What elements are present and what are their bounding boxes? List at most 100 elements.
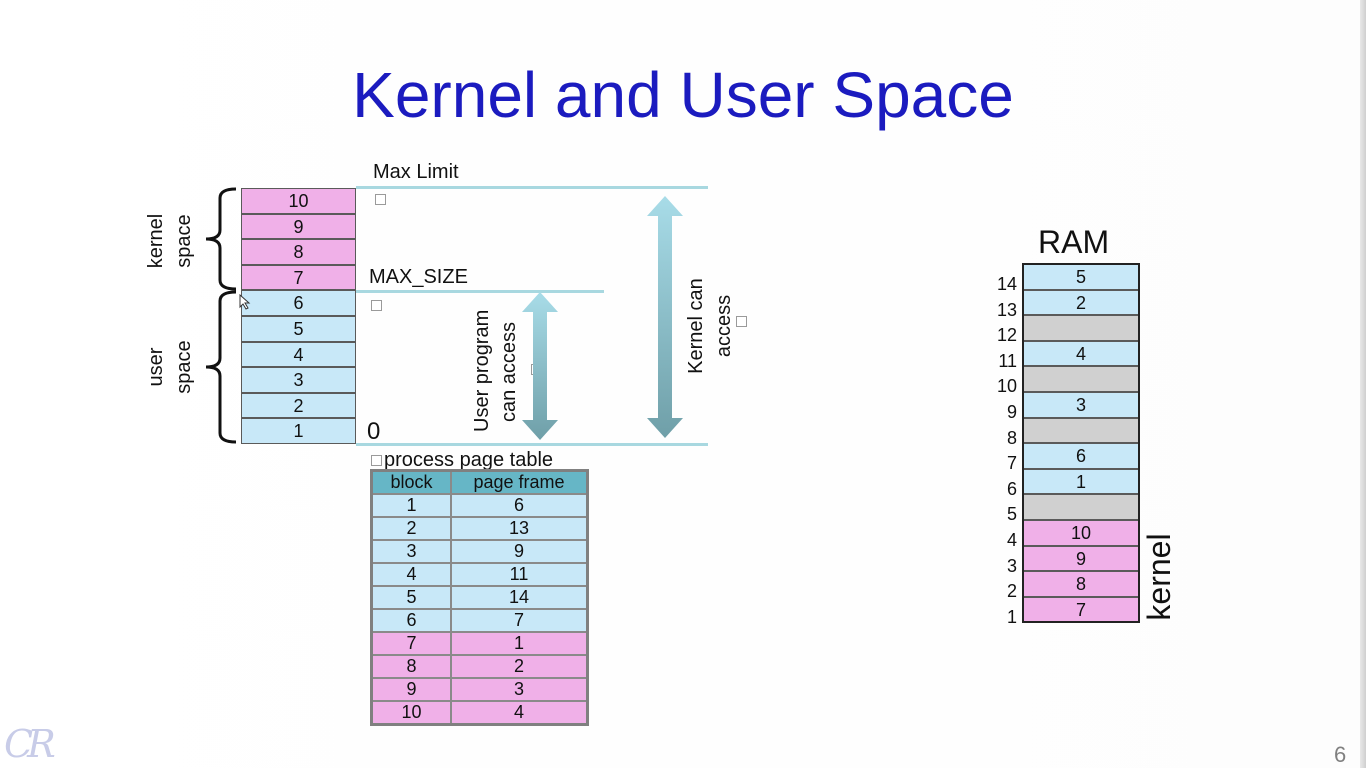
max-limit-label: Max Limit (373, 161, 459, 183)
user-space-label-1: user (145, 347, 167, 387)
zero-line (356, 443, 708, 446)
kernel-access-label-2: access (713, 294, 735, 358)
ram-title: RAM (1038, 224, 1110, 260)
max-size-label: MAX_SIZE (369, 266, 468, 288)
page-table-block-cell: 1 (370, 493, 452, 518)
kernel-space-label-2: space (173, 214, 195, 268)
page-table-block-cell: 10 (370, 700, 452, 726)
ram-frame-6: 1 (1023, 468, 1139, 495)
kernel-access-arrow (647, 196, 683, 438)
ram-frame-7: 6 (1023, 443, 1139, 469)
ram-frame-number: 11 (998, 350, 1017, 371)
page-table-header-frame: page frame (450, 469, 589, 495)
placeholder-glyph (736, 316, 747, 327)
mouse-cursor-icon (239, 294, 251, 310)
ram-frame-number: 3 (1006, 555, 1017, 576)
user-space-brace (205, 290, 237, 444)
ram-frame-number: 13 (996, 299, 1017, 320)
memory-block-2: 2 (241, 392, 356, 419)
page-table-block-cell: 2 (370, 516, 452, 541)
user-access-label-1: User program (471, 309, 493, 432)
memory-block-6: 6 (241, 290, 356, 317)
ram-frame-number: 9 (1006, 402, 1017, 422)
ram-kernel-label: kernel (1141, 533, 1177, 621)
space-braces (205, 187, 237, 444)
page-table-block-cell: 5 (370, 585, 452, 610)
ram-frame-number: 2 (1006, 581, 1017, 602)
max-limit-line (356, 186, 708, 189)
page-table-frame-cell: 14 (450, 585, 589, 610)
ram-frame-3: 9 (1023, 545, 1139, 572)
ram-frame-number: 4 (1006, 530, 1017, 550)
page-table-frame-cell: 1 (450, 631, 589, 656)
ram-frame-number: 1 (1006, 606, 1017, 627)
ram-frame-number: 7 (1006, 453, 1017, 474)
memory-block-9: 9 (241, 213, 356, 240)
memory-block-4: 4 (241, 341, 356, 368)
ram-frame-13: 2 (1023, 289, 1139, 316)
page-table-frame-cell: 2 (450, 654, 589, 679)
ram-frame-number: 8 (1006, 427, 1017, 448)
ram-frame-1: 7 (1023, 596, 1139, 623)
placeholder-glyph (371, 300, 382, 311)
page-table-block-cell: 4 (370, 562, 452, 587)
user-access-arrow (522, 292, 558, 440)
page-table-frame-cell: 13 (450, 516, 589, 541)
ram-frame-4: 10 (1023, 520, 1139, 546)
page-table-block-cell: 6 (370, 608, 452, 633)
slide-title: Kernel and User Space (352, 59, 1014, 131)
user-space-label-2: space (173, 340, 195, 394)
page-table-header-row: block page frame (370, 469, 589, 495)
ram-frame-10 (1023, 366, 1139, 393)
watermark-logo: CR (4, 722, 56, 766)
kernel-access-label-1: Kernel can (685, 278, 707, 374)
kernel-space-label-1: kernel (145, 213, 167, 269)
page-table-block-cell: 9 (370, 677, 452, 702)
placeholder-glyph (375, 194, 386, 205)
ram-frame-number: 10 (996, 376, 1017, 397)
max-size-line (356, 290, 604, 293)
page-table-header-block: block (370, 469, 452, 495)
kernel-space-brace (205, 187, 237, 291)
page-table-block-cell: 3 (370, 539, 452, 564)
user-access-label-2: can access (498, 321, 520, 423)
slide-edge (1360, 0, 1366, 768)
page-table-frame-cell: 4 (450, 700, 589, 726)
zero-label: 0 (367, 418, 381, 445)
memory-block-1: 1 (241, 418, 356, 445)
page-table-block-cell: 8 (370, 654, 452, 679)
page-table-frame-cell: 11 (450, 562, 589, 587)
page-table-frame-cell: 3 (450, 677, 589, 702)
ram-frame-number: 5 (1006, 504, 1017, 525)
ram-frame-number: 12 (996, 325, 1017, 346)
ram-frame-9: 3 (1023, 392, 1139, 418)
ram-frame-number: 6 (1006, 478, 1017, 499)
memory-block-5: 5 (241, 316, 356, 342)
page-table-block-cell: 7 (370, 631, 452, 656)
memory-block-3: 3 (241, 367, 356, 393)
placeholder-glyph (371, 455, 382, 466)
ram-frame-12 (1023, 315, 1139, 341)
memory-block-8: 8 (241, 239, 356, 265)
page-table-title: process page table (384, 449, 554, 471)
memory-block-10: 10 (241, 188, 356, 214)
page-table-frame-cell: 7 (450, 608, 589, 633)
page-number: 6 (1334, 742, 1347, 767)
memory-block-7: 7 (241, 264, 356, 291)
ram-frame-number: 14 (996, 274, 1017, 294)
ram-frame-5 (1023, 494, 1139, 521)
ram-outline (1022, 263, 1140, 624)
ram-frame-14: 5 (1023, 264, 1139, 290)
